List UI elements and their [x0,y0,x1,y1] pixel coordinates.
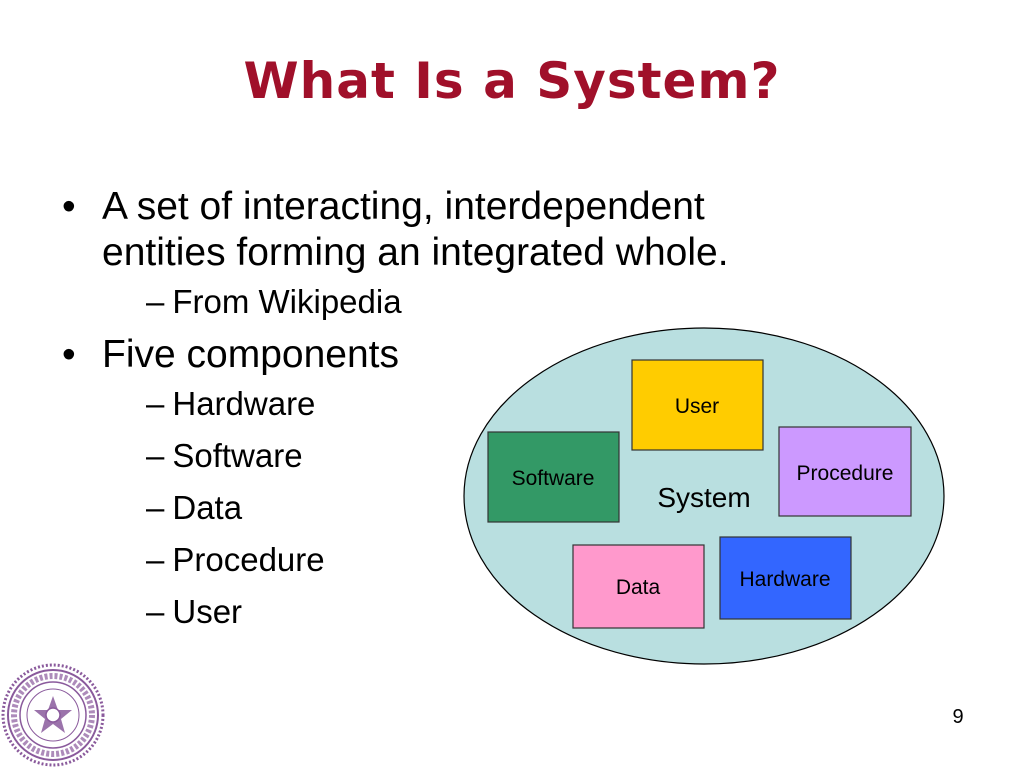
sub-bullet-hardware: –Hardware [58,378,878,430]
dash-marker: – [146,385,165,422]
component-item: User [172,593,243,630]
dash-marker: – [146,489,165,526]
definition-line-2: entities forming an integrated whole. [102,231,729,274]
bullet-marker: • [62,185,76,228]
bullet-definition: • A set of interacting, interdependent e… [58,184,878,276]
slide-title: What Is a System? [243,52,781,110]
components-heading: Five components [102,333,399,376]
bullet-components: • Five components [58,332,878,378]
component-item: Data [172,489,243,526]
dash-marker: – [146,283,165,320]
source-text: From Wikipedia [172,283,402,320]
sub-bullet-data: –Data [58,482,878,534]
component-item: Hardware [172,385,316,422]
dash-marker: – [146,541,165,578]
dash-marker: – [146,593,165,630]
page-number: 9 [952,706,964,728]
definition-line-1: A set of interacting, interdependent [102,185,705,228]
dash-marker: – [146,437,165,474]
sub-bullet-software: –Software [58,430,878,482]
sub-bullet-source: –From Wikipedia [58,276,878,328]
bullet-marker: • [62,333,76,376]
university-seal-icon [1,663,105,767]
sub-bullet-procedure: –Procedure [58,534,878,586]
bullet-list: • A set of interacting, interdependent e… [58,184,878,638]
sub-bullet-user: –User [58,586,878,638]
component-item: Software [172,437,303,474]
component-item: Procedure [172,541,325,578]
